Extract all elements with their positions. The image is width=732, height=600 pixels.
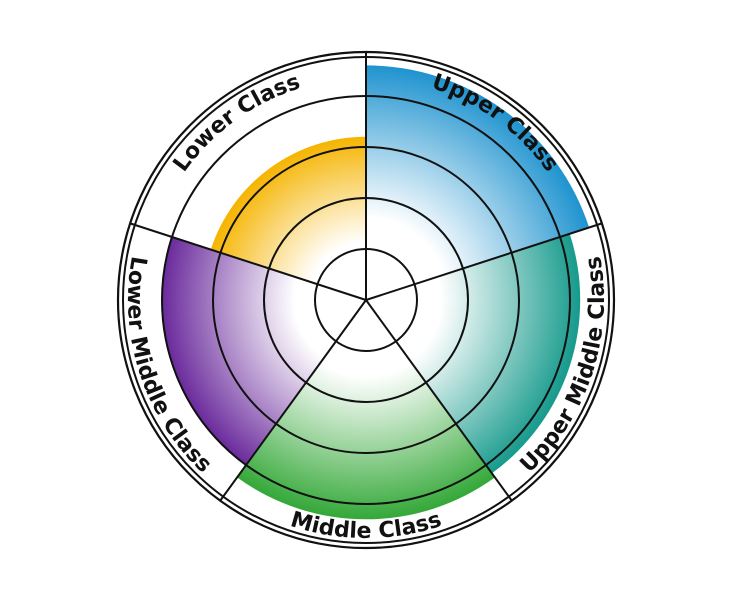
sector-upper-middle-class [366,233,581,474]
divider-line [219,299,367,502]
outer-rim-circle [116,50,616,550]
divider-lines [129,52,603,502]
divider-line [129,222,367,301]
sector-lower-class [210,136,366,300]
sector-middle-class [237,300,495,520]
divider-line [365,299,513,502]
sector-upper-class [366,65,590,301]
divider-line [365,222,603,301]
outer-rim [116,50,616,550]
